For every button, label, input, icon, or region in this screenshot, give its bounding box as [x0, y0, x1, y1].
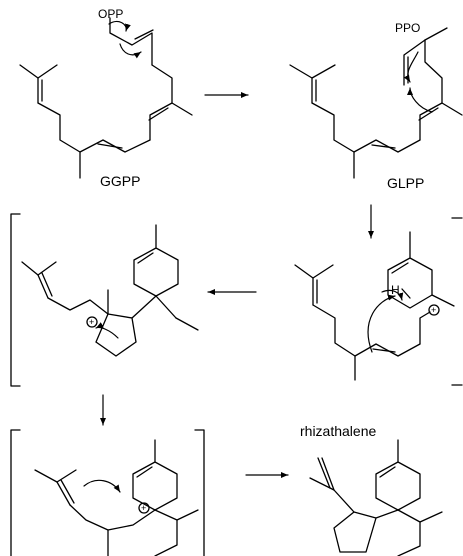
- cation3-molecule: +: [10, 429, 205, 556]
- cation2-charge: +: [89, 317, 94, 327]
- cation1-h-label: H: [391, 283, 400, 297]
- cation3-charge: +: [141, 503, 146, 513]
- ggpp-opp-label: OPP: [98, 7, 123, 21]
- rhizathalene-molecule: rhizathalene: [300, 423, 443, 556]
- cation1-charge: +: [431, 305, 436, 315]
- glpp-ppo-label: PPO: [395, 21, 420, 35]
- ggpp-molecule: OPP GGPP: [19, 7, 193, 189]
- cation2-molecule: +: [10, 213, 199, 387]
- cation1-molecule: H +: [294, 217, 463, 386]
- glpp-name-label: GLPP: [387, 175, 424, 191]
- glpp-molecule: PPO GLPP: [289, 21, 463, 191]
- ggpp-name-label: GGPP: [100, 173, 140, 189]
- rhizathalene-name-label: rhizathalene: [300, 423, 376, 439]
